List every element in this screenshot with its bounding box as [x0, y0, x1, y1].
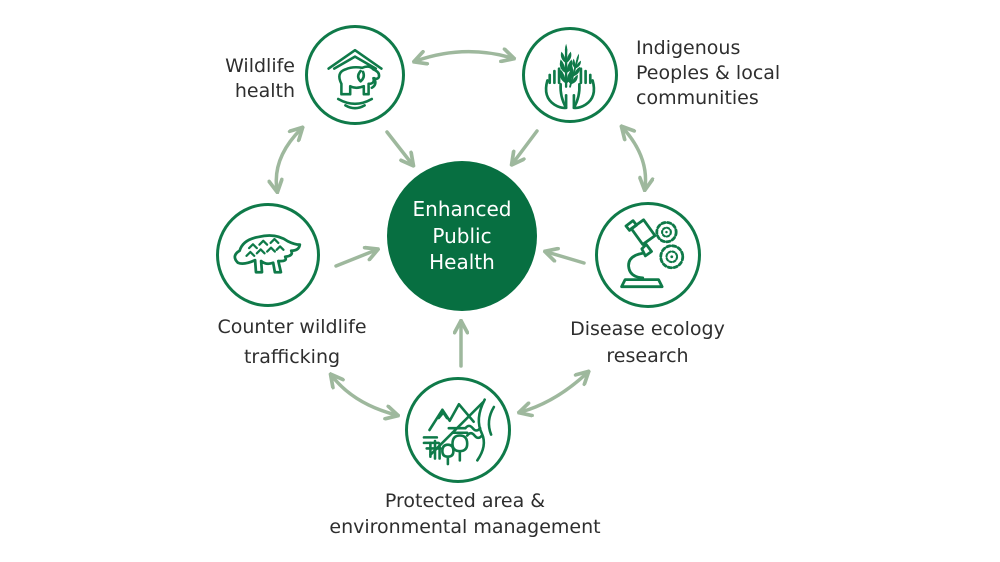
- elephant-shield-icon: [327, 48, 383, 110]
- pangolin-icon: [233, 234, 302, 274]
- label-counter-trafficking: Counter wildlife trafficking: [217, 316, 367, 368]
- label-indigenous-peoples: Indigenous Peoples & local communities: [636, 37, 781, 109]
- node-wildlife-health: [305, 25, 405, 125]
- node-disease-ecology: [595, 202, 701, 308]
- microscope-virus-icon: [620, 218, 685, 289]
- arrow-counter-to-hub: [334, 250, 376, 268]
- landscape-globe-icon: [422, 398, 496, 466]
- node-counter-trafficking: [216, 203, 320, 307]
- arrow-wildlife-counter: [276, 129, 301, 190]
- arrow-wildlife-to-hub: [385, 130, 412, 164]
- arrow-counter-protected: [332, 376, 396, 415]
- arrow-wildlife-indigenous: [416, 52, 512, 61]
- label-protected-area: Protected area & environmental managemen…: [329, 490, 601, 538]
- node-protected-area: [405, 377, 511, 483]
- hub-enhanced-public-health: Enhanced Public Health: [387, 161, 537, 311]
- hands-wheat-icon: [544, 42, 596, 110]
- arrow-indigenous-disease: [623, 128, 646, 188]
- arrow-indigenous-to-hub: [513, 129, 539, 163]
- arrow-disease-to-hub: [547, 252, 586, 265]
- node-indigenous-peoples: [522, 27, 618, 123]
- label-disease-ecology: Disease ecology research: [570, 318, 725, 367]
- label-wildlife-health: Wildlife health: [225, 55, 295, 102]
- arrow-disease-protected: [521, 373, 587, 412]
